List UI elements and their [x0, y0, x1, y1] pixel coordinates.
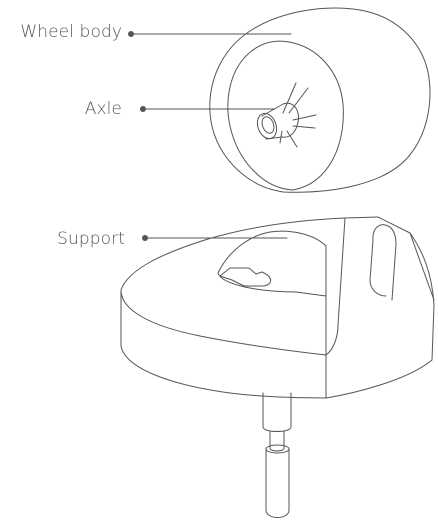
stem-shaft-cap — [266, 445, 289, 453]
support-top-surface — [121, 217, 378, 290]
support-fork-slot-inner — [370, 240, 386, 296]
support-cradle-rim — [218, 273, 326, 296]
stem-shaft — [266, 448, 289, 518]
axle-leader-dot — [140, 106, 146, 112]
wheel-body-inner-face — [228, 41, 343, 190]
axle-spoke — [293, 115, 316, 120]
stem-drawing — [263, 393, 291, 518]
stem-collar — [263, 393, 291, 432]
support-cradle-recess — [218, 231, 326, 355]
support-label: Support — [57, 229, 125, 249]
support-base-rim — [121, 290, 326, 355]
wheel-body-label: Wheel body — [20, 22, 122, 42]
support-upright-edge — [410, 233, 434, 300]
support-leader-dot — [142, 235, 148, 241]
support-drawing — [121, 217, 434, 398]
axle-label: Axle — [85, 99, 122, 119]
wheel-body-outer-outline — [210, 8, 430, 192]
leader-lines — [128, 31, 291, 241]
axle-end-outer — [254, 111, 280, 142]
stem-neck — [270, 431, 284, 451]
support-fork-slot — [373, 225, 396, 300]
support-clip — [220, 268, 271, 286]
support-upright-face — [326, 217, 434, 398]
axle-spoke — [283, 83, 296, 113]
axle-spoke — [287, 131, 297, 147]
wheel-body-drawing — [210, 8, 430, 192]
axle-drawing — [254, 83, 316, 147]
axle-end-inner — [260, 115, 276, 135]
support-base-side — [121, 290, 326, 398]
wheel-body-leader-dot — [128, 31, 134, 37]
support-back-wall — [326, 218, 345, 355]
